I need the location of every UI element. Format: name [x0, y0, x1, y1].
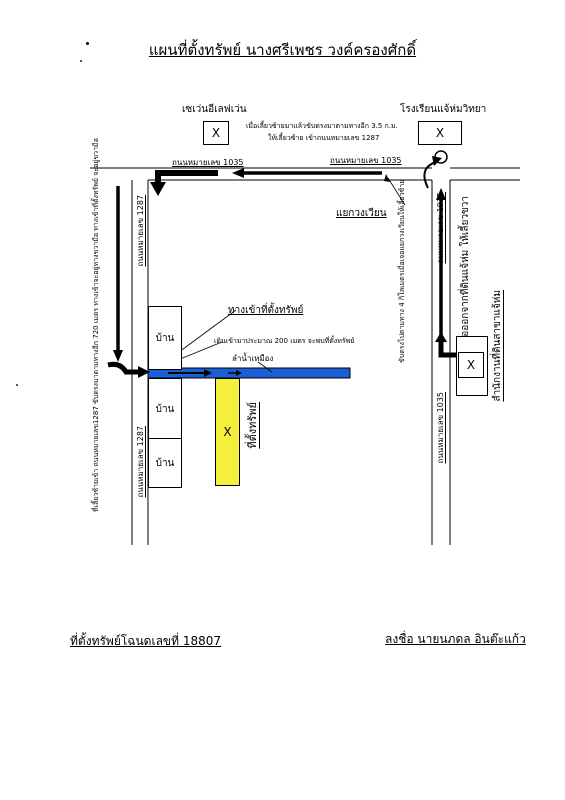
road-1287-label-lower: ถนนหมายเลข 1287 [136, 426, 145, 498]
junction-label: แยกวงเวียน [336, 208, 387, 219]
speck-1 [80, 60, 82, 62]
property-parcel: X [215, 378, 240, 486]
mark-dot [86, 42, 89, 45]
page-title: แผนที่ตั้งทรัพย์ นางศรีเพชร วงค์ครองศักด… [148, 41, 417, 59]
office-x: X [458, 352, 484, 378]
turn-left-note-2: ให้เลี้ยวซ้าย เข้าถนนหมายเลข 1287 [268, 134, 380, 142]
access-road-label: ทางเข้าที่ตั้งทรัพย์ [228, 305, 304, 316]
from-office-note: เมื่อออกจากที่ดินแจ้ห่ม ให้เลี้ยวขวา [460, 196, 471, 347]
road-1035-label-left: ถนนหมายเลข 1035 [172, 158, 244, 167]
office-box [456, 336, 488, 396]
house-1: บ้าน [148, 306, 182, 370]
house-2: บ้าน [148, 378, 182, 440]
deed-number: ที่ตั้งทรัพย์โฉนดเลขที่ 18807 [70, 634, 222, 648]
speck-2 [16, 384, 18, 386]
walk-in-note: เดินเข้ามาประมาณ 200 เมตร จะพบที่ตั้งทรั… [214, 337, 355, 345]
property-label: ที่ตั้งทรัพย์ [246, 402, 259, 449]
school-label: โรงเรียนแจ้ห่มวิทยา [400, 104, 487, 115]
road-1035-label-right: ถนนหมายเลข 1035 [330, 156, 402, 165]
turn-left-note-1: เมื่อเลี้ยวซ้ายมาแล้วขับตรงมาตามทางอีก 3… [246, 122, 398, 130]
seven-eleven-box: X [203, 121, 229, 145]
house-3: บ้าน [148, 438, 182, 488]
drive-straight-note: ขับตรงไปตามทาง 4 กิโลเมตรเมื่อเจอแยกวงเว… [398, 179, 406, 363]
road-1287-label-upper: ถนนหมายเลข 1287 [136, 195, 145, 267]
left-side-direction-note: ที่เลี้ยวซ้ายเข้า ถนนหมายเลข1287 ขับตรงม… [92, 138, 100, 512]
road-1035-label-right-lower: ถนนหมายเลข 1035 [436, 392, 445, 464]
signature: ลงชื่อ นายนภดล อินต๊ะแก้ว [385, 632, 526, 646]
school-box: X [418, 121, 462, 145]
canal-label: ลำน้ำเหมือง [232, 354, 274, 363]
seven-eleven-label: เซเว่นอีเลฟเว่น [182, 104, 247, 115]
road-1035-label-right-upper: ถนนหมายเลข 1035 [436, 192, 445, 264]
office-label: สำนักงานที่ดินสาขาแจ้ห่ม [492, 290, 503, 402]
